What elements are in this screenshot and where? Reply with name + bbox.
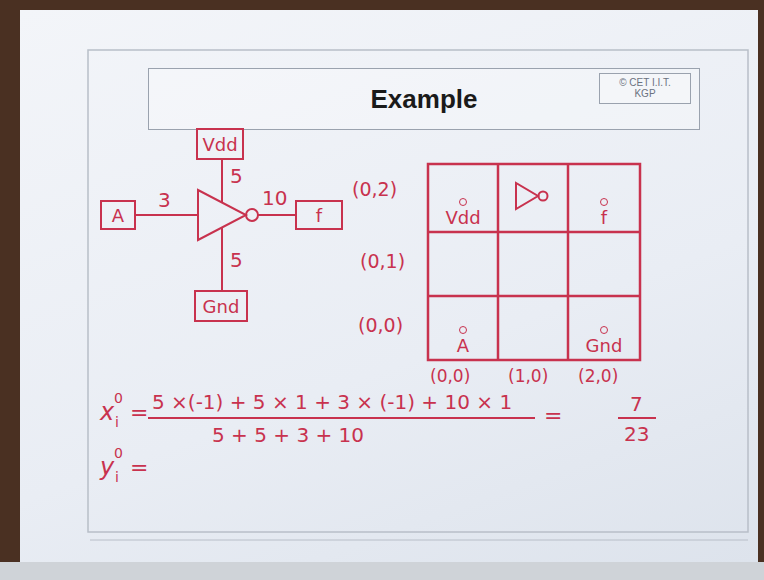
equals-sign: = — [544, 405, 562, 427]
subscript: i — [115, 415, 119, 429]
terminal-name: Vdd — [202, 134, 237, 155]
subscript: i — [115, 470, 119, 484]
edge-weight: 5 — [230, 250, 243, 270]
row-coordinate: (0,2) — [352, 180, 397, 199]
terminal-name: A — [112, 205, 124, 226]
logo-box: © CET I.I.T. KGP — [599, 73, 691, 104]
column-coordinate: (1,0) — [508, 368, 548, 385]
terminal-name: Vdd — [445, 207, 480, 228]
terminal-name: A — [457, 335, 469, 356]
input-terminal: A — [100, 200, 136, 230]
edge-weight: 5 — [230, 166, 243, 186]
grid-cell: A — [428, 296, 498, 360]
result-denominator: 23 — [624, 424, 649, 444]
row-coordinate: (0,1) — [360, 252, 405, 271]
edge-weight: 10 — [262, 188, 287, 208]
grid-cell: f — [568, 164, 640, 232]
variable: x — [100, 400, 114, 424]
variable: y — [100, 455, 114, 479]
superscript: 0 — [114, 391, 123, 405]
logo-text: © CET I.I.T. KGP — [615, 77, 675, 100]
denominator: 5 + 5 + 3 + 10 — [212, 425, 364, 445]
output-terminal: f — [295, 200, 343, 230]
terminal-name: f — [601, 207, 607, 228]
superscript: 0 — [114, 446, 123, 460]
result-numerator: 7 — [630, 394, 643, 414]
column-coordinate: (0,0) — [430, 368, 470, 385]
desk-strip — [0, 562, 764, 580]
numerator: 5 ×(-1) + 5 × 1 + 3 × (-1) + 10 × 1 — [152, 392, 512, 412]
terminal-name: f — [316, 205, 322, 226]
column-coordinate: (2,0) — [578, 368, 618, 385]
edge-weight: 3 — [158, 190, 171, 210]
grid-cell: Gnd — [568, 296, 640, 360]
pin-circle — [600, 326, 608, 334]
title-box: Example © CET I.I.T. KGP — [148, 68, 700, 130]
pin-circle — [600, 198, 608, 206]
grid-cell: Vdd — [428, 164, 498, 232]
row-coordinate: (0,0) — [358, 316, 403, 335]
terminal-name: Gnd — [586, 335, 623, 356]
equals-sign: = — [130, 457, 148, 479]
pin-circle — [459, 326, 467, 334]
supply-terminal: Vdd — [196, 128, 244, 160]
equals-sign: = — [130, 402, 148, 424]
ground-terminal: Gnd — [194, 290, 248, 322]
slide-title: Example — [371, 84, 478, 115]
terminal-name: Gnd — [203, 296, 240, 317]
pin-circle — [459, 198, 467, 206]
